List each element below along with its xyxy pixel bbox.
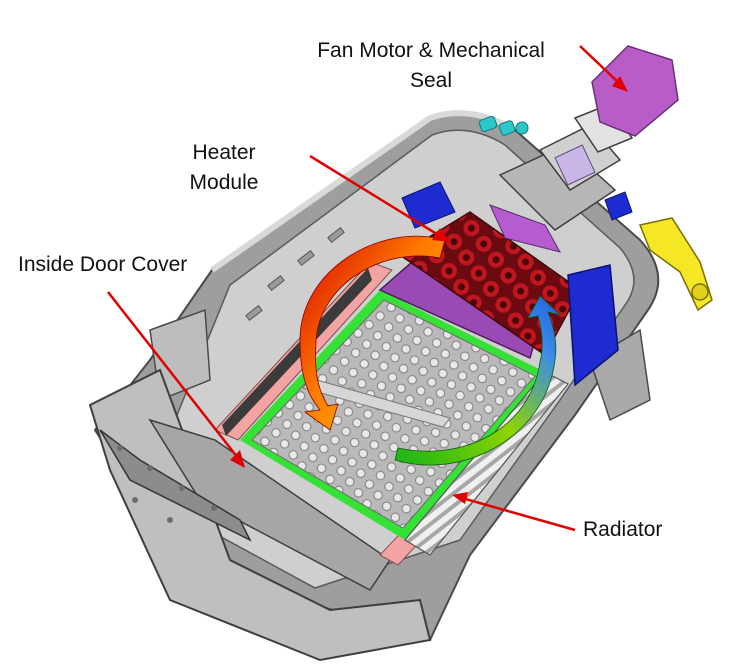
label-radiator: Radiator	[583, 518, 663, 541]
fan-motor	[591, 45, 679, 137]
blue-block-small	[604, 191, 633, 221]
cyan-fittings	[478, 115, 529, 136]
flow-arrow-up	[394, 295, 562, 466]
workload-grid	[251, 299, 536, 529]
blue-block-right	[567, 264, 619, 387]
label-heater-module: Heater Module	[172, 138, 276, 198]
door-frame	[88, 368, 432, 662]
yellow-arm-joint	[691, 283, 709, 301]
pointer-fan-motor	[579, 45, 628, 92]
heater-assembly	[378, 204, 581, 360]
label-fan-motor-mechanical-seal: Fan Motor & Mechanical Seal	[300, 36, 562, 96]
label-heater-line2: Module	[189, 171, 259, 194]
side-panel-dark-left	[222, 268, 372, 436]
pointer-heater-module	[309, 154, 450, 242]
blue-components	[401, 181, 633, 387]
door-cover-plate	[148, 418, 392, 591]
pointer-arrows	[107, 45, 628, 532]
label-fan-motor-line1: Fan Motor & Mechanical	[317, 39, 545, 62]
pointer-inside-door-cover	[107, 291, 245, 468]
label-heater-line1: Heater	[192, 141, 256, 164]
label-fan-motor-line2: Seal	[409, 69, 453, 92]
label-inside-door-cover: Inside Door Cover	[18, 253, 188, 276]
door-bolt-holes	[117, 445, 217, 523]
airflow-arrows	[299, 235, 562, 466]
wall-bolts	[245, 227, 345, 321]
flow-arrow-down	[299, 235, 446, 431]
door-hinge-bar	[99, 429, 252, 542]
pointer-radiator	[452, 492, 576, 532]
yellow-arm	[638, 217, 713, 312]
fan-shaft-window	[554, 144, 596, 186]
heater-grate	[489, 204, 562, 253]
grid-divider	[302, 377, 451, 428]
